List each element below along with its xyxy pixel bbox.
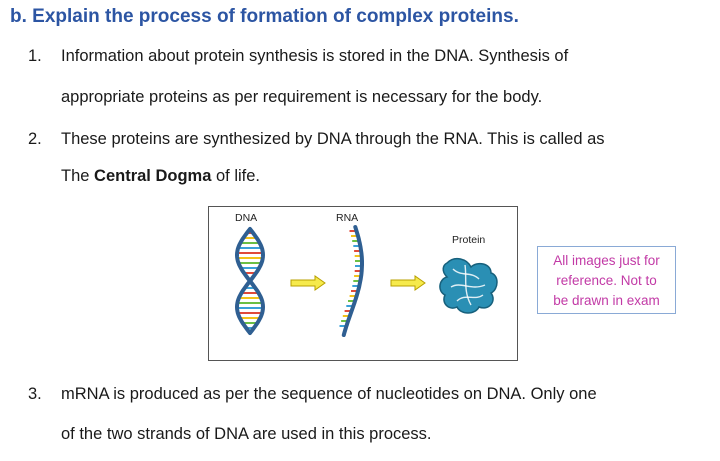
- figure-illustration: [234, 225, 498, 337]
- item-text: Information about protein synthesis is s…: [61, 47, 569, 65]
- item-text: mRNA is produced as per the sequence of …: [61, 385, 597, 403]
- central-dogma-figure: DNA RNA Protein: [208, 206, 518, 361]
- note-line: be drawn in exam: [553, 293, 660, 308]
- rna-label: RNA: [336, 212, 359, 224]
- central-dogma-term: Central Dogma: [94, 167, 212, 185]
- folded-protein-icon: [439, 257, 498, 314]
- item-number: 2.: [28, 130, 42, 148]
- item-text-continued: The Central Dogma of life.: [61, 167, 260, 186]
- text-fragment: The: [61, 167, 95, 185]
- dna-helix-icon: [234, 227, 266, 335]
- note-line: All images just for: [553, 253, 660, 268]
- text-fragment: of life.: [211, 167, 260, 185]
- arrow-right-icon: [290, 275, 326, 291]
- item-text-continued: of the two strands of DNA are used in th…: [61, 425, 432, 443]
- reference-note: All images just for reference. Not to be…: [537, 246, 676, 314]
- item-text-continued: appropriate proteins as per requirement …: [61, 88, 543, 106]
- rna-strand-icon: [339, 225, 364, 337]
- item-number: 3.: [28, 385, 42, 403]
- arrow-right-icon: [390, 275, 426, 291]
- item-text: These proteins are synthesized by DNA th…: [61, 130, 605, 148]
- item-number: 1.: [28, 47, 42, 65]
- dna-label: DNA: [235, 212, 258, 224]
- note-line: reference. Not to: [556, 273, 657, 288]
- section-heading: b. Explain the process of formation of c…: [10, 6, 519, 27]
- protein-label: Protein: [452, 234, 486, 246]
